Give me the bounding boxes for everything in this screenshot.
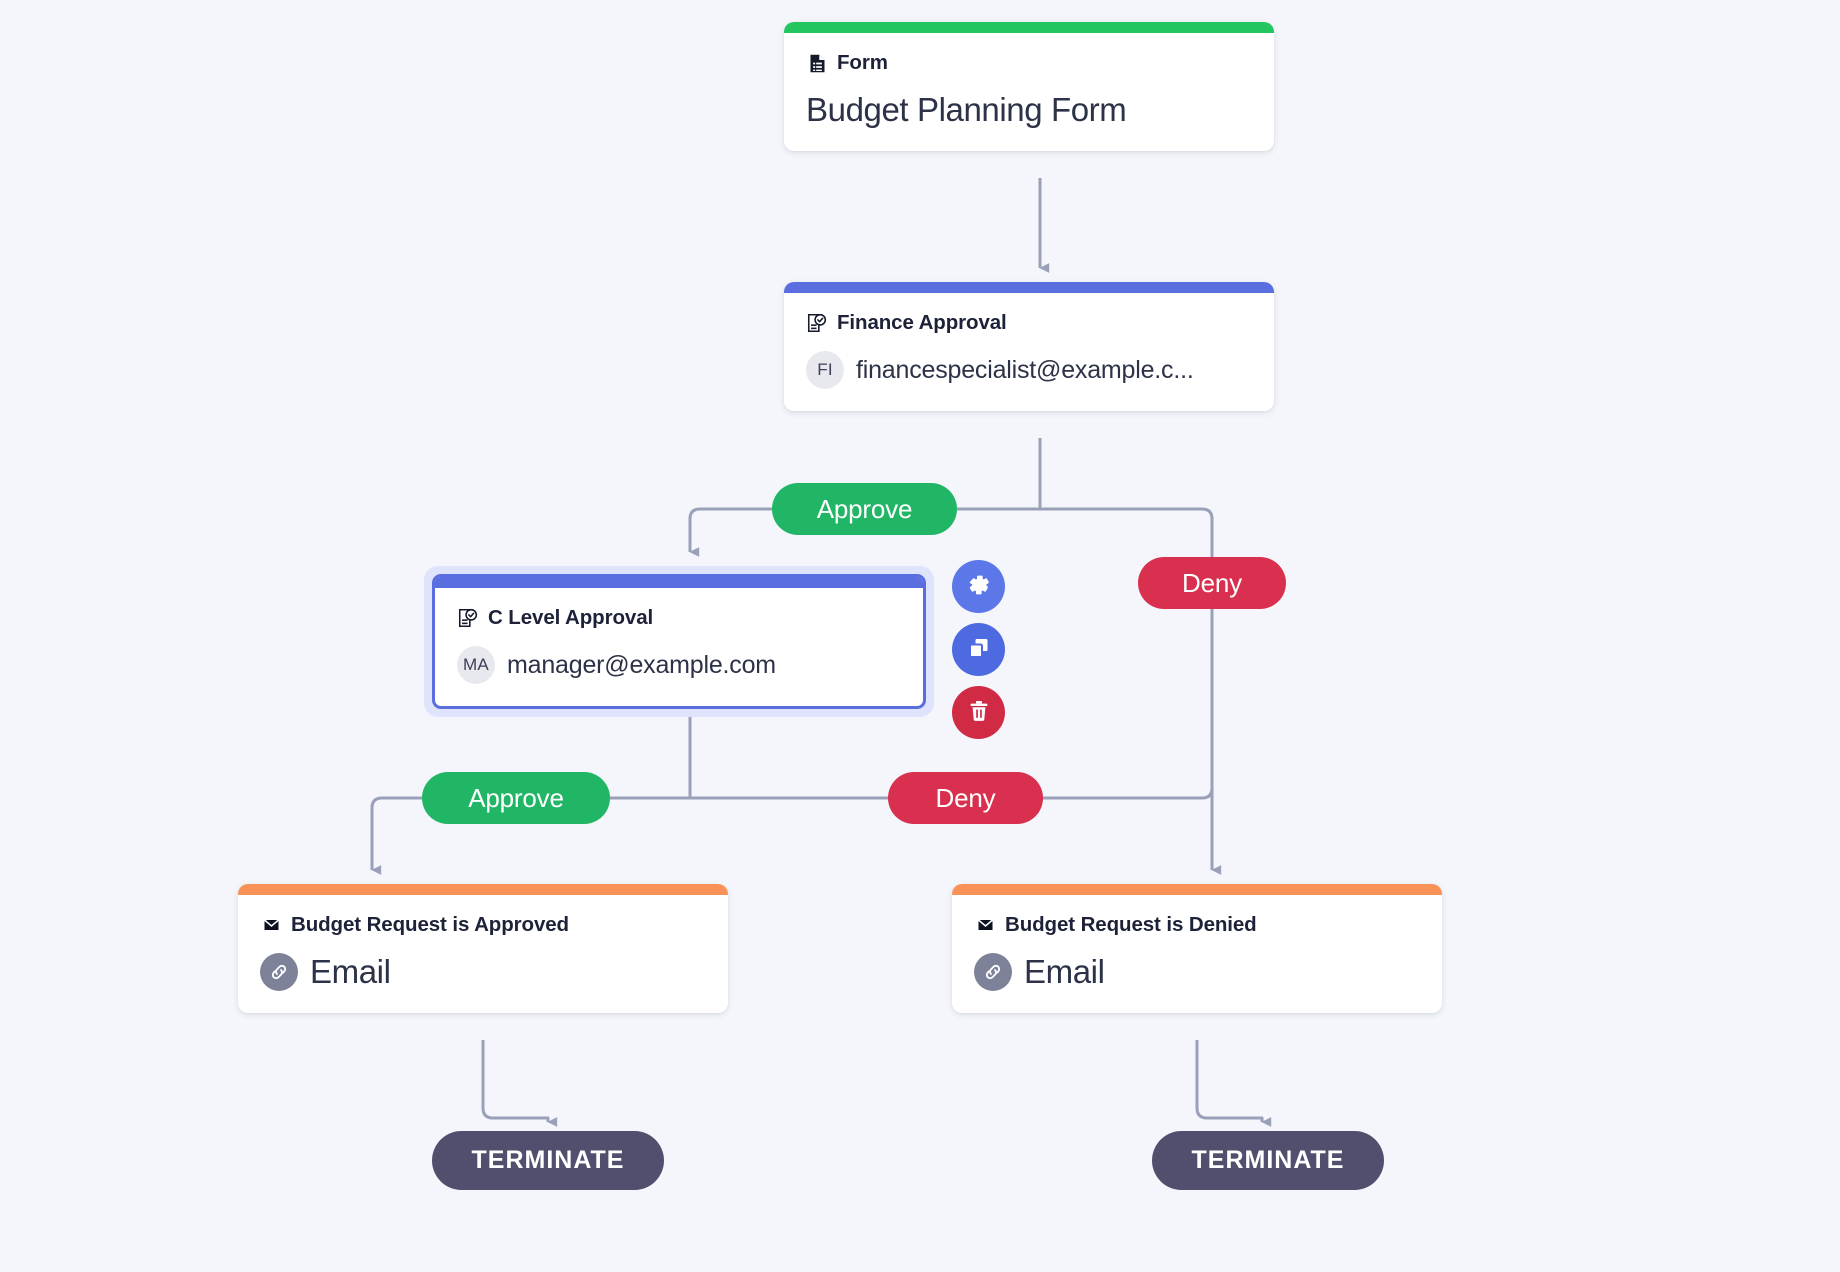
copy-icon [967, 636, 991, 663]
edge-label-deny-finance[interactable]: Deny [1138, 557, 1286, 609]
node-c-level-assignee: manager@example.com [507, 650, 776, 679]
node-action-toolbar[interactable] [952, 560, 1005, 739]
link-icon [974, 953, 1012, 991]
node-email-approved[interactable]: Budget Request is Approved Email [238, 884, 728, 1013]
node-email-approved-accent-bar [238, 884, 728, 895]
edge-finance-split-right [1040, 507, 1214, 557]
node-email-denied-channel: Email [1024, 953, 1105, 990]
node-form-accent-bar [784, 22, 1274, 33]
node-settings-button[interactable] [952, 560, 1005, 613]
envelope-icon [974, 914, 996, 936]
document-icon [806, 52, 828, 74]
node-finance-approval[interactable]: Finance Approval FI financespecialist@ex… [784, 282, 1274, 411]
node-form-title: Budget Planning Form [806, 91, 1127, 128]
node-delete-button[interactable] [952, 686, 1005, 739]
edge-label-approve-c-level[interactable]: Approve [422, 772, 610, 824]
gear-icon [966, 572, 992, 601]
edge-approve-to-email-approved [370, 796, 422, 875]
node-form[interactable]: Form Budget Planning Form [784, 22, 1274, 151]
node-c-level-type-label: C Level Approval [488, 606, 654, 629]
link-icon [260, 953, 298, 991]
edge-deny2-to-trunk [1043, 787, 1214, 800]
avatar: MA [457, 646, 495, 684]
node-email-denied-type-label: Budget Request is Denied [1005, 913, 1257, 936]
edge-email-approved-to-terminate [481, 1040, 558, 1127]
trash-icon [967, 699, 991, 726]
approval-document-icon [806, 312, 828, 334]
node-c-level-approval[interactable]: C Level Approval MA manager@example.com [432, 574, 926, 709]
node-email-denied-accent-bar [952, 884, 1442, 895]
edge-approve-to-clevel [688, 507, 772, 557]
node-c-level-approval-selection-halo: C Level Approval MA manager@example.com [424, 566, 934, 717]
edge-label-approve-finance[interactable]: Approve [772, 483, 957, 535]
node-terminate-left[interactable]: TERMINATE [432, 1131, 664, 1190]
node-form-type-label: Form [837, 51, 888, 74]
node-c-level-accent-bar [435, 577, 923, 588]
node-email-approved-type-label: Budget Request is Approved [291, 913, 569, 936]
edge-label-deny-c-level[interactable]: Deny [888, 772, 1043, 824]
node-duplicate-button[interactable] [952, 623, 1005, 676]
avatar: FI [806, 351, 844, 389]
node-finance-assignee: financespecialist@example.c... [856, 355, 1194, 384]
node-finance-type-label: Finance Approval [837, 311, 1007, 334]
envelope-icon [260, 914, 282, 936]
approval-document-icon [457, 607, 479, 629]
node-finance-accent-bar [784, 282, 1274, 293]
node-terminate-right[interactable]: TERMINATE [1152, 1131, 1384, 1190]
edge-email-denied-to-terminate [1195, 1040, 1272, 1127]
node-email-approved-channel: Email [310, 953, 391, 990]
node-email-denied[interactable]: Budget Request is Denied Email [952, 884, 1442, 1013]
